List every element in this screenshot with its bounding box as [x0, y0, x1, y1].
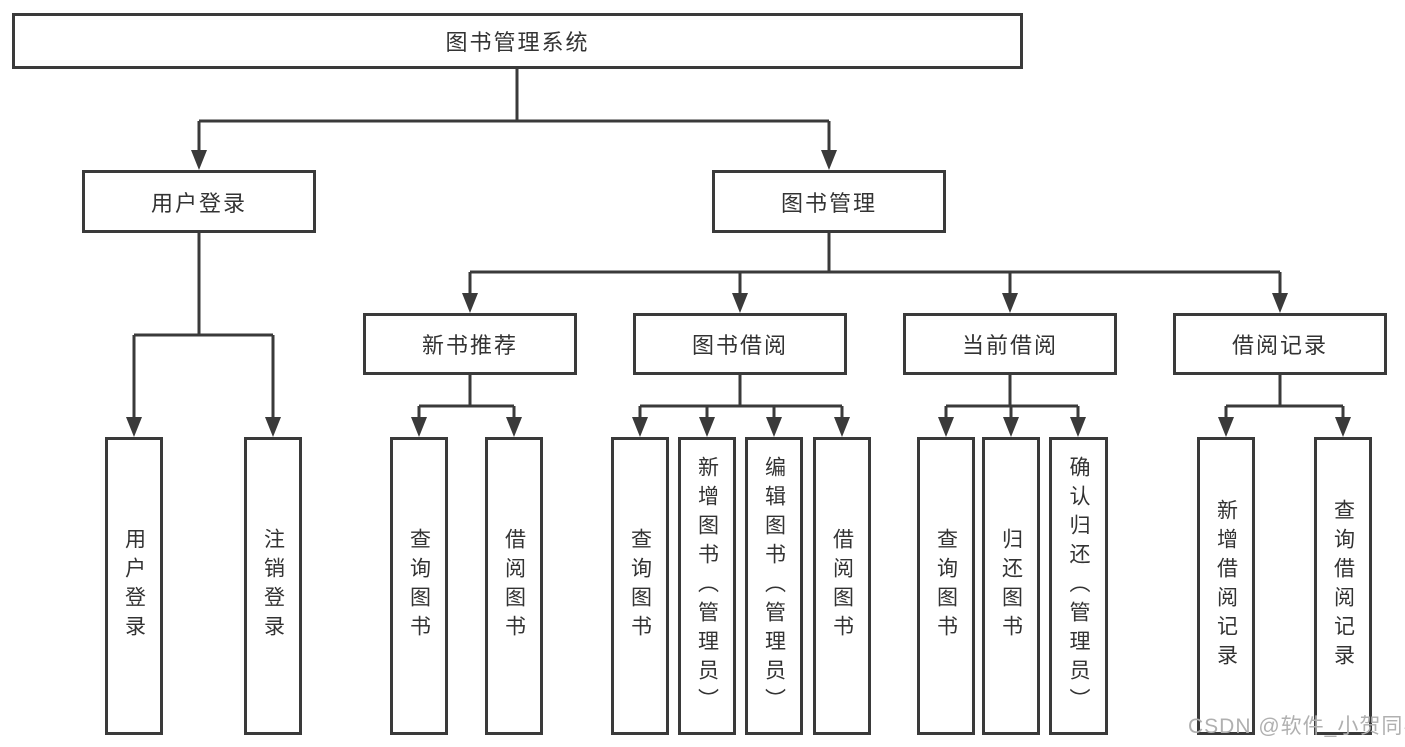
leaf-user-login-label: 用户登录: [122, 528, 146, 644]
connector-book-borrowing-group: [638, 374, 844, 421]
csdn-watermark: CSDN @软件_小贺同学: [1188, 715, 1405, 738]
leaf-query-books-borrowing: 查询图书: [611, 437, 669, 735]
connector-book-management-to-level3: [468, 233, 1282, 295]
leaf-return-book-label: 归还图书: [999, 528, 1023, 644]
leaf-borrow-books-label: 借阅图书: [830, 528, 854, 644]
arrowhead: [766, 417, 782, 437]
arrowhead: [1272, 293, 1288, 313]
node-root-label: 图书管理系统: [445, 30, 590, 55]
leaf-add-borrow-record-label: 新增借阅记录: [1214, 499, 1238, 673]
leaf-confirm-return-admin-label: 确认归还（管理员）: [1067, 455, 1090, 717]
connector-borrowing-records-group: [1224, 374, 1345, 421]
node-book-borrowing-label: 图书借阅: [691, 333, 788, 358]
arrowhead: [821, 150, 837, 170]
node-new-book-recommend: 新书推荐: [363, 313, 577, 375]
leaf-user-login: 用户登录: [105, 437, 163, 735]
connector-user-login-group: [132, 233, 275, 419]
connector-root-to-level2: [197, 68, 831, 152]
arrowhead: [732, 293, 748, 313]
arrowhead: [1218, 417, 1234, 437]
arrowhead: [1070, 417, 1086, 437]
node-borrowing-records: 借阅记录: [1173, 313, 1387, 375]
arrowhead: [462, 293, 478, 313]
leaf-query-books-recommend-label: 查询图书: [407, 528, 431, 644]
leaf-query-borrow-record-label: 查询借阅记录: [1331, 499, 1355, 673]
leaf-logout-label: 注销登录: [261, 528, 285, 644]
leaf-edit-book-admin: 编辑图书（管理员）: [745, 437, 803, 735]
node-user-login: 用户登录: [82, 170, 316, 233]
arrowhead: [938, 417, 954, 437]
node-book-borrowing: 图书借阅: [633, 313, 847, 375]
node-root: 图书管理系统: [12, 13, 1023, 69]
node-book-management: 图书管理: [712, 170, 946, 233]
node-new-book-recommend-label: 新书推荐: [421, 333, 518, 358]
node-current-borrowing: 当前借阅: [903, 313, 1117, 375]
node-user-login-label: 用户登录: [150, 190, 247, 216]
arrowhead: [1002, 293, 1018, 313]
arrowhead: [411, 417, 427, 437]
node-book-management-label: 图书管理: [780, 190, 877, 216]
leaf-edit-book-admin-label: 编辑图书（管理员）: [762, 455, 786, 717]
arrowhead: [1003, 417, 1019, 437]
arrowhead: [126, 417, 142, 437]
leaf-borrow-books-recommend-label: 借阅图书: [502, 528, 526, 644]
arrowhead: [191, 150, 207, 170]
leaf-query-borrow-record: 查询借阅记录: [1314, 437, 1372, 735]
leaf-query-books-current: 查询图书: [917, 437, 975, 735]
node-borrowing-records-label: 借阅记录: [1231, 333, 1328, 358]
leaf-query-books-current-label: 查询图书: [934, 528, 958, 644]
node-current-borrowing-label: 当前借阅: [961, 333, 1058, 358]
arrowhead: [632, 417, 648, 437]
leaf-add-borrow-record: 新增借阅记录: [1197, 437, 1255, 735]
connector-new-book-group: [417, 374, 516, 421]
leaf-borrow-books-recommend: 借阅图书: [485, 437, 543, 735]
leaf-logout: 注销登录: [244, 437, 302, 735]
leaf-add-book-admin-label: 新增图书（管理员）: [695, 455, 719, 717]
leaf-confirm-return-admin: 确认归还（管理员）: [1049, 437, 1108, 735]
arrowhead: [834, 417, 850, 437]
arrowhead: [699, 417, 715, 437]
arrowhead: [1335, 417, 1351, 437]
arrowhead: [506, 417, 522, 437]
leaf-add-book-admin: 新增图书（管理员）: [678, 437, 736, 735]
connector-current-borrowing-group: [944, 374, 1080, 421]
leaf-return-book: 归还图书: [982, 437, 1040, 735]
leaf-query-books-borrowing-label: 查询图书: [628, 528, 652, 644]
leaf-borrow-books: 借阅图书: [813, 437, 871, 735]
leaf-query-books-recommend: 查询图书: [390, 437, 448, 735]
arrowhead: [265, 417, 281, 437]
